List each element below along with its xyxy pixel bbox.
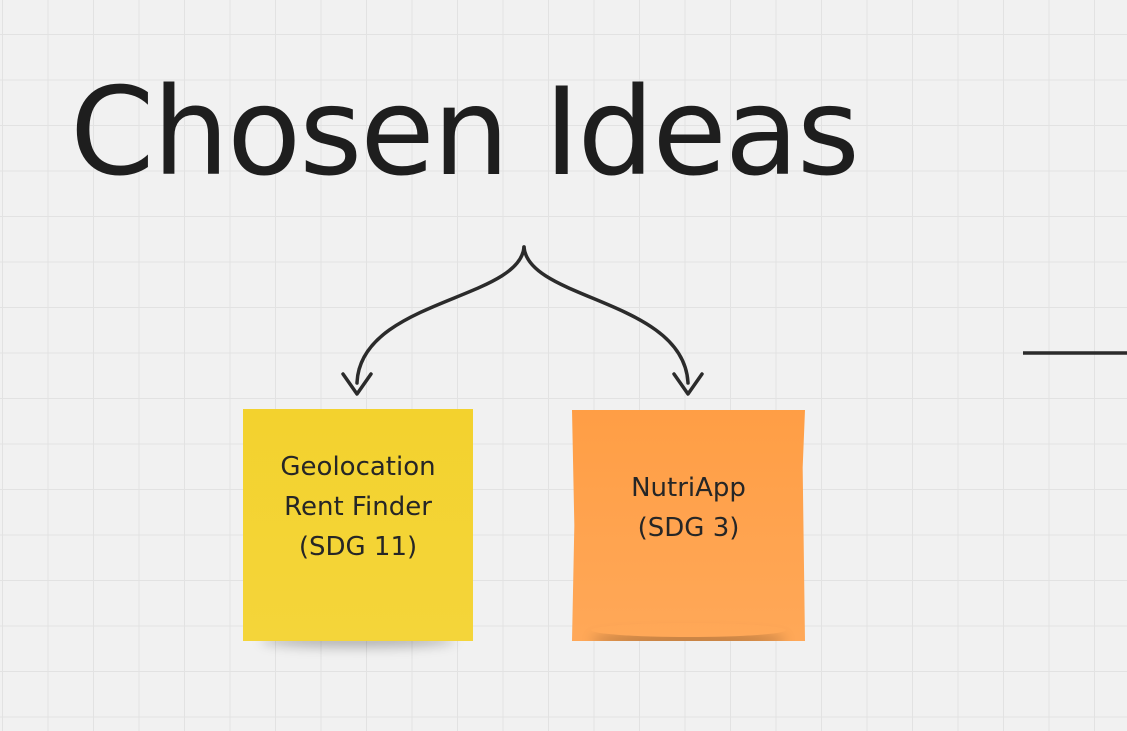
sticky-note-geolocation-rent-finder[interactable]: Geolocation Rent Finder (SDG 11) <box>243 409 473 641</box>
arrowhead-right <box>672 372 704 396</box>
sticky-text-line: Geolocation <box>280 452 436 482</box>
arrow-left[interactable] <box>355 245 526 385</box>
sticky-text-line: (SDG 11) <box>298 532 418 562</box>
sticky-text-line: Rent Finder <box>284 492 432 522</box>
board-title[interactable]: Chosen Ideas <box>70 62 860 203</box>
sticky-text-line: (SDG 3) <box>637 512 740 543</box>
arrowhead-left <box>341 372 373 396</box>
arrow-right[interactable] <box>522 245 690 385</box>
sticky-text-line: NutriApp <box>631 472 746 503</box>
sticky-note-nutriapp[interactable]: NutriApp (SDG 3) <box>572 410 805 641</box>
